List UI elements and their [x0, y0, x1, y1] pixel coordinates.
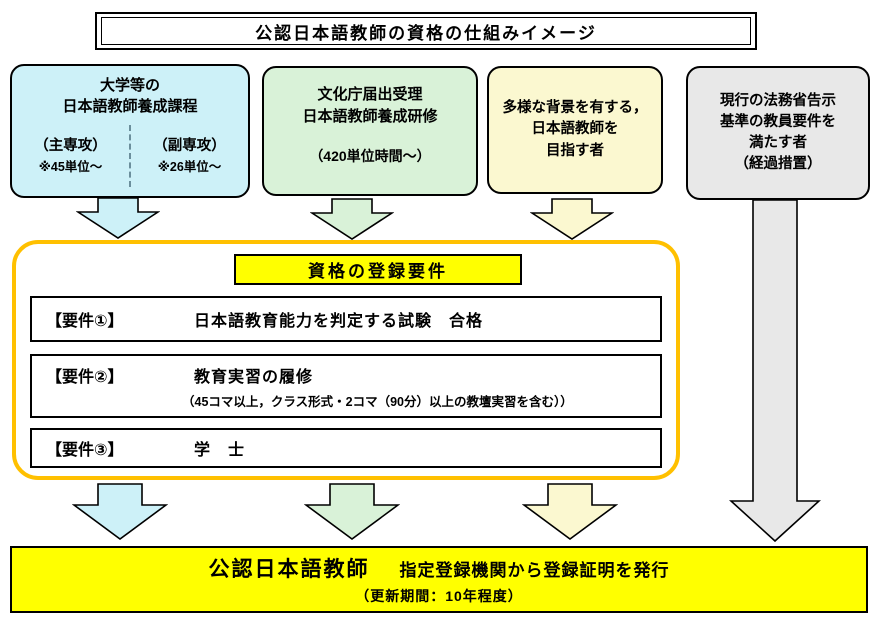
requirement-2-row: 【要件②】 教育実習の履修 [32, 363, 660, 387]
diagram-title: 公認日本語教師の資格の仕組みイメージ [101, 17, 751, 45]
down-arrow-green-bottom-icon [304, 483, 400, 540]
diverse-line1: 多様な背景を有する， [502, 100, 648, 117]
down-arrow-cyan-top-icon [76, 197, 160, 239]
major-column: （主専攻） ※45単位～ [12, 125, 131, 187]
source-box-moj-transitional: 現行の法務省告示 基準の教員要件を 満たす者 （経過措置） [686, 66, 870, 200]
major-note: ※45単位～ [38, 159, 103, 174]
down-arrow-green-top-icon [310, 198, 394, 240]
diagram-title-box: 公認日本語教師の資格の仕組みイメージ [95, 12, 757, 50]
requirement-3-text: 学 士 [194, 442, 246, 459]
requirement-3-box: 【要件③】 学 士 [30, 428, 662, 468]
requirement-1-label: 【要件①】 [46, 313, 124, 330]
result-subtitle: 指定登録機関から登録証明を発行 [399, 561, 670, 580]
requirement-2-label: 【要件②】 [46, 369, 124, 386]
agency-line2: 日本語教師養成研修 [302, 107, 438, 125]
down-arrow-yellow-bottom-icon [522, 483, 618, 540]
agency-line1: 文化庁届出受理 [317, 86, 423, 103]
university-columns: （主専攻） ※45単位～ （副専攻） ※26単位～ [12, 121, 248, 191]
source-box-university: 大学等の 日本語教師養成課程 （主専攻） ※45単位～ （副専攻） ※26単位～ [10, 64, 250, 198]
requirement-1-box: 【要件①】 日本語教育能力を判定する試験 合格 [30, 296, 662, 342]
university-heading: 大学等の 日本語教師養成課程 [12, 66, 248, 117]
minor-note: ※26単位～ [157, 159, 222, 174]
agency-heading: 文化庁届出受理 日本語教師養成研修 [264, 68, 476, 128]
requirement-2-note: （45コマ以上，クラス形式・2コマ（90分）以上の教壇実習を含む）） [182, 395, 573, 409]
university-line1: 大学等の [99, 77, 160, 94]
down-arrow-yellow-top-icon [530, 198, 614, 240]
requirement-3-label: 【要件③】 [46, 442, 124, 459]
moj-line3: 満たす者 [749, 135, 807, 151]
result-main-title: 公認日本語教師 [208, 558, 370, 581]
result-note: （更新期間：10年程度） [355, 588, 523, 604]
moj-line2: 基準の教員要件を [720, 113, 836, 130]
source-box-diverse-background: 多様な背景を有する， 日本語教師を 目指す者 [487, 66, 663, 194]
agency-note: （420単位時間～） [309, 147, 431, 164]
moj-line4: （経過措置） [734, 156, 822, 173]
requirement-1-text: 日本語教育能力を判定する試験 合格 [194, 313, 484, 330]
down-arrow-gray-long-icon [729, 199, 821, 543]
moj-line1: 現行の法務省告示 [720, 92, 836, 109]
registration-requirements-panel: 資格の登録要件 【要件①】 日本語教育能力を判定する試験 合格 【要件②】 教育… [12, 240, 680, 480]
minor-label: （副専攻） [153, 137, 226, 154]
requirements-heading: 資格の登録要件 [234, 254, 522, 285]
result-line1: 公認日本語教師 指定登録機関から登録証明を発行 [209, 553, 670, 583]
requirement-2-text: 教育実習の履修 [194, 369, 314, 386]
down-arrow-cyan-bottom-icon [72, 483, 168, 540]
diverse-line3: 目指す者 [546, 142, 604, 159]
major-label: （主専攻） [34, 137, 107, 154]
requirement-2-box: 【要件②】 教育実習の履修 （45コマ以上，クラス形式・2コマ（90分）以上の教… [30, 354, 662, 418]
minor-column: （副専攻） ※26単位～ [131, 125, 248, 187]
result-box: 公認日本語教師 指定登録機関から登録証明を発行 （更新期間：10年程度） [10, 546, 868, 613]
university-line2: 日本語教師養成課程 [62, 98, 198, 115]
diverse-line2: 日本語教師を [531, 121, 619, 138]
source-box-agency-training: 文化庁届出受理 日本語教師養成研修 （420単位時間～） [262, 66, 478, 196]
